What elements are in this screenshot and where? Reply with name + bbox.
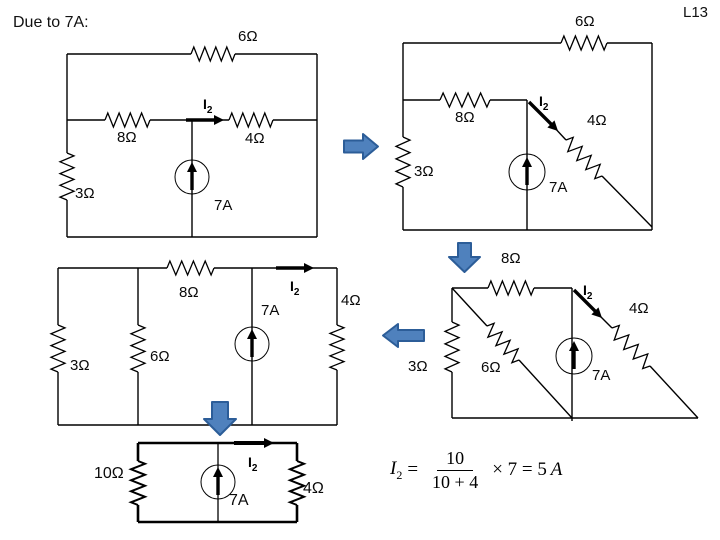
resistor-icon xyxy=(560,34,608,52)
formula-variable-base: I xyxy=(390,457,397,479)
c2-current-i2-label: I2 xyxy=(539,94,548,113)
flow-arrow-down-2-icon xyxy=(203,401,237,436)
formula-fraction: 10 10 + 4 xyxy=(423,448,487,492)
c5-resistor-10ohm-label: 10Ω xyxy=(94,465,124,482)
resistor-icon xyxy=(228,111,274,129)
formula-result: × 7 = 5 A xyxy=(492,459,562,481)
c2-resistor-8ohm-label: 8Ω xyxy=(455,109,475,126)
resistor-icon xyxy=(190,45,236,63)
slide-number: L13 xyxy=(683,4,709,21)
c5-source-7a-label: 7A xyxy=(229,492,249,509)
c3-resistor-8ohm-label: 8Ω xyxy=(179,284,199,301)
formula-variable: I2 xyxy=(390,458,402,483)
c1-resistor-4ohm-label: 4Ω xyxy=(245,130,265,147)
formula-times-value: × 7 = 5 xyxy=(492,459,547,481)
circuit-bottom xyxy=(128,438,307,524)
resistor-icon xyxy=(58,152,76,201)
current-direction-arrow-icon xyxy=(527,100,558,131)
c3-resistor-4ohm-label: 4Ω xyxy=(341,292,361,309)
formula-numerator: 10 xyxy=(437,448,474,471)
c5-resistor-4ohm-label: 4Ω xyxy=(303,480,324,497)
current-source-icon xyxy=(234,326,270,362)
c1-source-7a-label: 7A xyxy=(214,197,233,214)
flow-arrow-right-icon xyxy=(343,133,379,160)
c4-resistor-6ohm-label: 6Ω xyxy=(481,359,501,376)
current-subscript: 2 xyxy=(206,104,213,116)
formula-variable-sub: 2 xyxy=(396,467,403,482)
resistor-icon xyxy=(439,91,491,109)
formula-equals: = xyxy=(407,459,419,481)
current-subscript: 2 xyxy=(586,290,593,302)
c2-source-7a-label: 7A xyxy=(549,179,568,196)
c3-resistor-3ohm-label: 3Ω xyxy=(70,357,90,374)
resistor-icon xyxy=(129,324,147,373)
c1-resistor-8ohm-label: 8Ω xyxy=(117,129,137,146)
c3-source-7a-label: 7A xyxy=(261,302,280,319)
current-direction-arrow-icon xyxy=(234,438,274,448)
current-symbol: I xyxy=(583,282,587,298)
resistor-icon xyxy=(328,324,346,371)
current-symbol: I xyxy=(248,454,252,470)
current-source-icon xyxy=(508,153,546,191)
formula-unit: A xyxy=(550,459,563,481)
c4-source-7a-label: 7A xyxy=(592,367,611,384)
current-direction-arrow-icon xyxy=(186,115,224,125)
c4-resistor-3ohm-label: 3Ω xyxy=(408,358,428,375)
resistor-icon xyxy=(287,460,307,506)
circuit-mid-right xyxy=(443,279,699,421)
resistor-icon xyxy=(486,322,520,364)
resistor-icon xyxy=(394,136,412,188)
c2-resistor-6ohm-label: 6Ω xyxy=(575,13,595,30)
c1-current-i2-label: I2 xyxy=(203,97,212,116)
c1-resistor-6ohm-label: 6Ω xyxy=(238,28,258,45)
page-title: Due to 7A: xyxy=(13,14,89,31)
c1-resistor-3ohm-label: 3Ω xyxy=(75,185,95,202)
current-subscript: 2 xyxy=(293,286,300,298)
c4-resistor-4ohm-label: 4Ω xyxy=(629,300,649,317)
resistor-icon xyxy=(611,324,651,370)
current-source-icon xyxy=(200,464,236,500)
circuit-top-left xyxy=(58,45,318,238)
c5-current-i2-label: I2 xyxy=(248,455,257,474)
current-subscript: 2 xyxy=(251,462,258,474)
resistor-icon xyxy=(565,136,603,180)
current-symbol: I xyxy=(539,93,543,109)
c3-resistor-6ohm-label: 6Ω xyxy=(150,348,170,365)
result-formula: I2 = 10 10 + 4 × 7 = 5 A xyxy=(390,448,562,492)
resistor-icon xyxy=(487,279,535,297)
resistor-icon xyxy=(128,460,148,506)
c4-resistor-8ohm-label: 8Ω xyxy=(501,250,521,267)
current-subscript: 2 xyxy=(542,101,549,113)
current-direction-arrow-icon xyxy=(276,263,314,273)
current-direction-arrow-icon xyxy=(572,288,602,318)
formula-denominator: 10 + 4 xyxy=(432,471,479,492)
resistor-icon xyxy=(49,324,67,373)
flow-arrow-down-icon xyxy=(448,242,481,273)
c2-resistor-4ohm-label: 4Ω xyxy=(587,112,607,129)
circuit-mid-left xyxy=(49,259,346,426)
resistor-icon xyxy=(443,321,461,373)
c3-current-i2-label: I2 xyxy=(290,279,299,298)
current-source-icon xyxy=(174,159,210,195)
current-source-icon xyxy=(555,337,593,375)
resistor-icon xyxy=(166,259,215,277)
flow-arrow-left-icon xyxy=(382,323,425,348)
current-symbol: I xyxy=(203,96,207,112)
c2-resistor-3ohm-label: 3Ω xyxy=(414,163,434,180)
circuit-top-right xyxy=(394,34,653,231)
c4-current-i2-label: I2 xyxy=(583,283,592,302)
current-symbol: I xyxy=(290,278,294,294)
resistor-icon xyxy=(104,111,151,129)
